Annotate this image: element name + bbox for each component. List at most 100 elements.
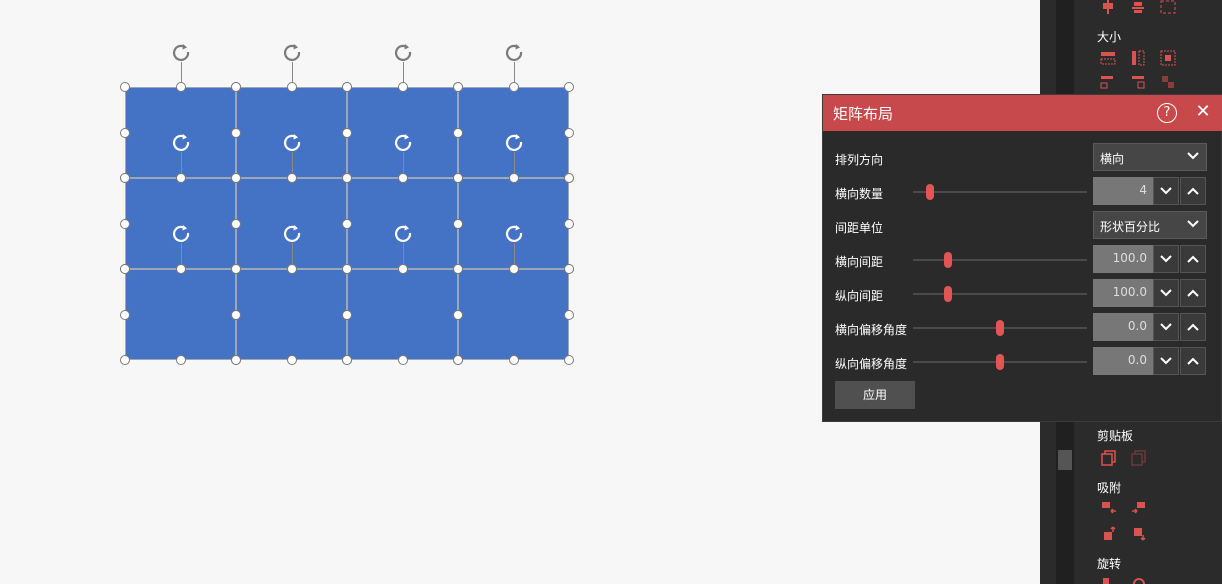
horizontal-spacing-slider[interactable]	[913, 259, 1087, 261]
snap-bottom-icon[interactable]	[1131, 526, 1147, 542]
dialog-header[interactable]: 矩阵布局 ? ✕	[823, 95, 1222, 131]
horizontal-count-slider-thumb[interactable]	[926, 184, 935, 200]
apply-button[interactable]: 应用	[835, 381, 915, 409]
resize-handle[interactable]	[231, 82, 241, 92]
resize-handle[interactable]	[342, 82, 352, 92]
rotate-handle-icon[interactable]	[503, 222, 525, 244]
resize-handle[interactable]	[286, 355, 297, 365]
resize-handle[interactable]	[342, 218, 352, 229]
grid-shape[interactable]	[236, 269, 347, 360]
resize-handle[interactable]	[175, 355, 186, 365]
resize-handle[interactable]	[286, 264, 297, 274]
resize-handle[interactable]	[564, 355, 574, 365]
same-size-icon[interactable]	[1160, 50, 1176, 66]
resize-handle[interactable]	[397, 264, 408, 274]
resize-handle[interactable]	[453, 309, 463, 320]
resize-handle[interactable]	[453, 127, 463, 138]
help-icon[interactable]: ?	[1157, 103, 1177, 123]
resize-handle[interactable]	[120, 127, 130, 138]
resize-handle[interactable]	[453, 355, 463, 365]
resize-handle[interactable]	[120, 264, 130, 274]
align-center-icon[interactable]	[1100, 0, 1116, 16]
resize-handle[interactable]	[286, 173, 297, 183]
resize-handle[interactable]	[342, 173, 352, 183]
resize-handle[interactable]	[342, 127, 352, 138]
resize-handle[interactable]	[564, 173, 574, 183]
resize-handle[interactable]	[231, 173, 241, 183]
rotate-handle-icon[interactable]	[503, 41, 525, 63]
resize-handle[interactable]	[231, 355, 241, 365]
snap-right-icon[interactable]	[1131, 500, 1147, 516]
resize-handle[interactable]	[342, 264, 352, 274]
resize-handle[interactable]	[342, 309, 352, 320]
resize-handle[interactable]	[564, 218, 574, 229]
resize-handle[interactable]	[120, 82, 130, 92]
grid-shape[interactable]	[458, 269, 569, 360]
resize-handle[interactable]	[453, 264, 463, 274]
resize-handle[interactable]	[564, 82, 574, 92]
resize-handle[interactable]	[397, 82, 408, 92]
resize-handle[interactable]	[397, 173, 408, 183]
resize-handle[interactable]	[231, 264, 241, 274]
resize-handle[interactable]	[453, 82, 463, 92]
horizontal-spacing-increment[interactable]	[1180, 245, 1206, 273]
scroll-thumb[interactable]	[1058, 450, 1072, 470]
snap-top-icon[interactable]	[1101, 526, 1117, 542]
rotate-handle-icon[interactable]	[392, 222, 414, 244]
close-icon[interactable]: ✕	[1195, 101, 1211, 122]
distribute-icon[interactable]	[1160, 0, 1176, 16]
rotate-handle-icon[interactable]	[281, 222, 303, 244]
align-middle-icon[interactable]	[1130, 0, 1146, 16]
swap-size-icon[interactable]	[1160, 74, 1176, 90]
resize-handle[interactable]	[175, 264, 186, 274]
vertical-spacing-slider-thumb[interactable]	[943, 286, 952, 302]
rotate-handle-icon[interactable]	[503, 131, 525, 153]
vertical-spacing-increment[interactable]	[1180, 279, 1206, 307]
same-width-icon[interactable]	[1100, 50, 1116, 66]
resize-handle[interactable]	[564, 127, 574, 138]
resize-handle[interactable]	[120, 309, 130, 320]
horizontal-count-input[interactable]: 4	[1093, 177, 1153, 205]
grid-shape[interactable]	[347, 269, 458, 360]
vertical-offset-angle-increment[interactable]	[1180, 347, 1206, 375]
resize-handle[interactable]	[231, 218, 241, 229]
resize-handle[interactable]	[342, 355, 352, 365]
horizontal-offset-angle-increment[interactable]	[1180, 313, 1206, 341]
rotate-handle-icon[interactable]	[392, 131, 414, 153]
same-height-icon[interactable]	[1130, 50, 1146, 66]
vertical-offset-angle-input[interactable]: 0.0	[1093, 347, 1153, 375]
resize-handle[interactable]	[231, 127, 241, 138]
resize-handle[interactable]	[120, 218, 130, 229]
rotate-handle-icon[interactable]	[392, 41, 414, 63]
rotate-left-icon[interactable]	[1101, 576, 1117, 584]
resize-handle[interactable]	[508, 173, 519, 183]
resize-handle[interactable]	[120, 355, 130, 365]
spacing-unit-select[interactable]: 形状百分比	[1093, 211, 1207, 239]
resize-handle[interactable]	[508, 355, 519, 365]
horizontal-spacing-input[interactable]: 100.0	[1093, 245, 1153, 273]
horizontal-offset-angle-slider-thumb[interactable]	[996, 320, 1004, 336]
horizontal-count-slider[interactable]	[913, 191, 1087, 193]
horizontal-count-increment[interactable]	[1180, 177, 1206, 205]
vertical-spacing-slider[interactable]	[913, 293, 1087, 295]
rotate-handle-icon[interactable]	[281, 41, 303, 63]
vertical-spacing-decrement[interactable]	[1153, 279, 1179, 307]
resize-handle[interactable]	[564, 309, 574, 320]
vertical-offset-angle-slider-thumb[interactable]	[996, 354, 1004, 370]
horizontal-count-decrement[interactable]	[1153, 177, 1179, 205]
horizontal-spacing-decrement[interactable]	[1153, 245, 1179, 273]
horizontal-offset-angle-decrement[interactable]	[1153, 313, 1179, 341]
resize-handle[interactable]	[397, 355, 408, 365]
resize-handle[interactable]	[175, 82, 186, 92]
paste-icon[interactable]	[1131, 450, 1147, 466]
arrange-direction-select[interactable]: 横向	[1093, 143, 1207, 171]
snap-left-icon[interactable]	[1101, 500, 1117, 516]
rotate-handle-icon[interactable]	[281, 131, 303, 153]
grid-shape[interactable]	[125, 269, 236, 360]
fit-width-icon[interactable]	[1100, 74, 1116, 90]
rotate-handle-icon[interactable]	[170, 41, 192, 63]
resize-handle[interactable]	[286, 82, 297, 92]
vertical-spacing-input[interactable]: 100.0	[1093, 279, 1153, 307]
resize-handle[interactable]	[508, 264, 519, 274]
horizontal-spacing-slider-thumb[interactable]	[943, 252, 952, 268]
